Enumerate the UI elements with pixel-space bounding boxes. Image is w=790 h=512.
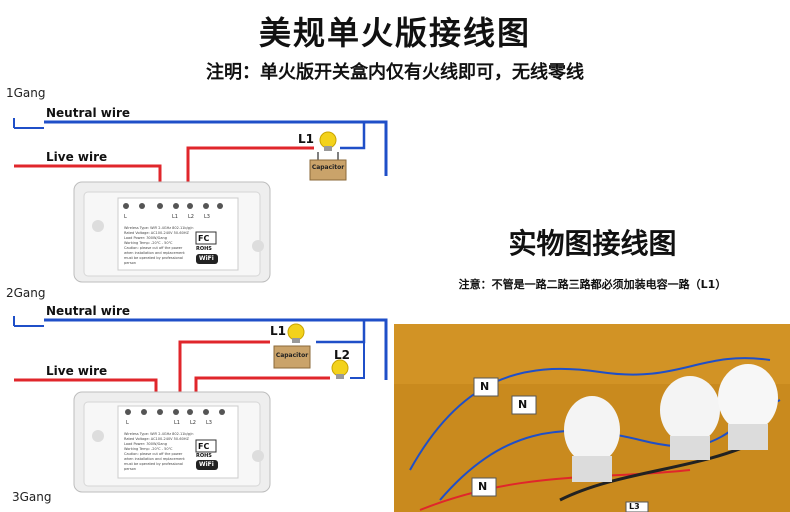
switch-module-d2 [73, 391, 271, 493]
photo-tag-n-2: N [518, 398, 528, 411]
module-terminal-l3-d1: L3 [204, 214, 210, 220]
main-note: 注明：单火版开关盒内仅有火线即可，无线零线 [206, 62, 584, 83]
module-spec-line: Load Power: 300W/Gang [124, 442, 167, 446]
capacitor-d2 [273, 345, 311, 369]
switch-module-d1 [73, 181, 271, 283]
lamp-label-l2-d2: L2 [334, 348, 350, 362]
module-spec-d2: Wireless Type: WiFi 2.4GHz 802.11b/g/n R… [124, 432, 194, 472]
real-section-title: 实物图接线图 [508, 227, 677, 260]
module-spec-line: Caution: please cut off the power [124, 246, 183, 250]
photo-tag-l3: L3 [629, 502, 640, 511]
wifi-mark-d1: WiFi [199, 255, 214, 262]
real-wiring-photo [394, 324, 790, 512]
module-spec-line: Rated Voltage: AC100-240V 50-60HZ [124, 231, 189, 235]
module-spec-line: Caution: please cut off the power [124, 452, 183, 456]
wifi-mark-d2: WiFi [199, 461, 214, 468]
module-spec-line: Load Power: 300W/Gang [124, 236, 167, 240]
capacitor-label-d2: Capacitor [275, 352, 309, 359]
module-spec-d1: Wireless Type: WiFi 2.4GHz 802.11b/g/n R… [124, 226, 194, 266]
module-spec-line: must be operated by professional person [124, 462, 183, 471]
neutral-wire-d2 [44, 318, 388, 380]
live-wire-label-2: Live wire [46, 364, 108, 378]
neutral-wire-label-1: Neutral wire [46, 106, 131, 120]
gang-label-2: 2Gang [6, 286, 46, 300]
lamp-label-l1-d2: L1 [270, 324, 286, 338]
photo-tag-n-3: N [478, 480, 488, 493]
capacitor-d1 [309, 152, 347, 181]
rohs-mark-d1: ROHS [196, 246, 212, 252]
neutral-to-capacitor-d2 [316, 320, 366, 344]
load-wire-l1-d2 [178, 340, 270, 404]
lamp-label-l1-d1: L1 [298, 132, 314, 146]
module-terminal-l3-d2: L3 [206, 420, 212, 426]
module-spec-line: Rated Voltage: AC100-240V 50-60HZ [124, 437, 189, 441]
neutral-to-capacitor-d1 [340, 122, 366, 150]
lamp-l2-d2 [331, 359, 349, 379]
real-section-note: 注意：不管是一路二路三路都必须加装电容一路（L1） [458, 278, 727, 291]
module-spec-line: Working Temp: -20℃ - 50℃ [124, 447, 173, 451]
neutral-to-lamp2-d2 [350, 342, 365, 379]
module-spec-line: Wireless Type: WiFi 2.4GHz 802.11b/g/n [124, 226, 194, 230]
rohs-mark-d2: ROHS [196, 453, 212, 459]
module-terminal-l1-d2: L1 [174, 420, 180, 426]
module-terminal-l-d2: L [126, 420, 129, 426]
gang-label-1: 1Gang [6, 86, 46, 100]
module-terminal-l-d1: L [124, 214, 127, 220]
capacitor-label-d1: Capacitor [311, 164, 345, 171]
module-spec-line: must be operated by professional person [124, 256, 183, 265]
module-spec-line: when installation and replacement [124, 457, 185, 461]
live-wire-label-1: Live wire [46, 150, 108, 164]
main-title: 美规单火版接线图 [258, 14, 531, 52]
photo-tag-n-1: N [480, 380, 490, 393]
neutral-wire-label-2: Neutral wire [46, 304, 131, 318]
lamp-l1-d1 [319, 131, 337, 151]
module-terminal-l2-d1: L2 [188, 214, 194, 220]
lamp-l1-d2 [287, 323, 305, 343]
module-spec-line: Working Temp: -20℃ - 50℃ [124, 241, 173, 245]
gang-label-3: 3Gang [12, 490, 52, 504]
fcc-mark-d1: FC [198, 234, 210, 243]
diagram-2-wires [13, 316, 388, 404]
module-terminal-l1-d1: L1 [172, 214, 178, 220]
module-spec-line: Wireless Type: WiFi 2.4GHz 802.11b/g/n [124, 432, 194, 436]
module-terminal-l2-d2: L2 [190, 420, 196, 426]
module-spec-line: when installation and replacement [124, 251, 185, 255]
neutral-wire-d1 [44, 120, 388, 176]
fcc-mark-d2: FC [198, 442, 210, 451]
